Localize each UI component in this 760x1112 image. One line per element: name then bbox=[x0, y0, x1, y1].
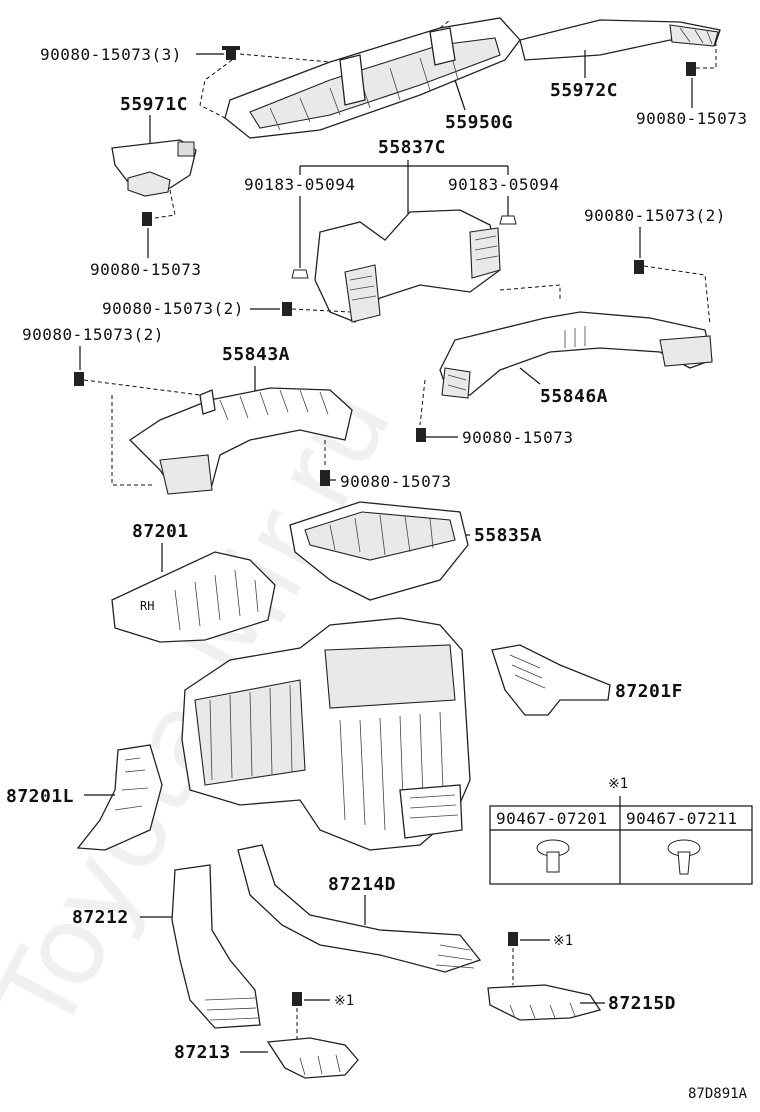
label-87201f: 87201F bbox=[615, 681, 683, 702]
register-55835a bbox=[289, 501, 469, 601]
screw-icon bbox=[686, 62, 696, 76]
label-87215d: 87215D bbox=[608, 993, 676, 1014]
label-87201l: 87201L bbox=[6, 786, 74, 807]
clip-table-col1: 90467-07201 bbox=[496, 809, 607, 828]
label-55971c: 55971C bbox=[120, 94, 188, 115]
screw-icon bbox=[508, 932, 518, 946]
panel-mark: RH bbox=[140, 599, 154, 613]
duct-55972c bbox=[519, 19, 721, 61]
label-90080-15073-2-left: 90080-15073(2) bbox=[22, 325, 164, 344]
duct-55837c bbox=[314, 209, 501, 323]
screw-icon bbox=[320, 470, 330, 486]
label-55846a: 55846A bbox=[540, 386, 608, 407]
duct-55843a bbox=[128, 387, 353, 495]
screw-icon bbox=[416, 428, 426, 442]
screw-icon bbox=[292, 992, 302, 1006]
label-90080-15073-2-right: 90080-15073(2) bbox=[584, 206, 726, 225]
duct-55971c bbox=[111, 139, 197, 197]
duct-87212 bbox=[171, 864, 261, 1029]
clip-icon bbox=[667, 839, 701, 875]
label-55972c: 55972C bbox=[550, 80, 618, 101]
duct-55846a bbox=[439, 311, 713, 399]
hvac-unit bbox=[181, 617, 471, 851]
label-87213: 87213 bbox=[174, 1042, 231, 1063]
label-90080-15073-2-mid: 90080-15073(2) bbox=[102, 299, 244, 318]
screw-icon bbox=[74, 372, 84, 386]
label-87212: 87212 bbox=[72, 907, 129, 928]
clip-table-marker: ※1 bbox=[608, 776, 628, 792]
duct-87215d bbox=[487, 984, 602, 1021]
duct-87213 bbox=[266, 1037, 359, 1079]
label-90080-15073-top-right: 90080-15073 bbox=[636, 109, 747, 128]
clip-icon bbox=[536, 839, 570, 873]
label-90080-15073-left: 90080-15073 bbox=[90, 260, 201, 279]
label-55950g: 55950G bbox=[445, 112, 513, 133]
panel-87201: RH bbox=[111, 551, 276, 643]
label-87214d: 87214D bbox=[328, 874, 396, 895]
duct-87201l bbox=[76, 744, 163, 851]
screw-icon bbox=[634, 260, 644, 274]
label-90080-15073-55843a: 90080-15073 bbox=[340, 472, 451, 491]
label-90080-15073-55846a: 90080-15073 bbox=[462, 428, 573, 447]
label-55837c: 55837C bbox=[378, 137, 446, 158]
note-mark-right: ※1 bbox=[553, 933, 573, 949]
clip-table-col2: 90467-07211 bbox=[626, 809, 737, 828]
label-55835a: 55835A bbox=[474, 525, 542, 546]
duct-87201f bbox=[491, 644, 611, 716]
label-87201: 87201 bbox=[132, 521, 189, 542]
screw-icon bbox=[142, 212, 152, 226]
diagram-code: 87D891A bbox=[688, 1086, 748, 1102]
clip-icon bbox=[222, 46, 240, 60]
label-90080-15073-3: 90080-15073(3) bbox=[40, 45, 182, 64]
clip-table bbox=[489, 805, 753, 885]
screw-icon bbox=[282, 302, 292, 316]
duct-87214d bbox=[237, 844, 482, 973]
nut-icon bbox=[291, 215, 517, 279]
label-90183-05094-left: 90183-05094 bbox=[244, 175, 355, 194]
note-mark-left: ※1 bbox=[334, 993, 354, 1009]
label-55843a: 55843A bbox=[222, 344, 290, 365]
label-90183-05094-right: 90183-05094 bbox=[448, 175, 559, 194]
duct-55950g bbox=[224, 17, 521, 139]
